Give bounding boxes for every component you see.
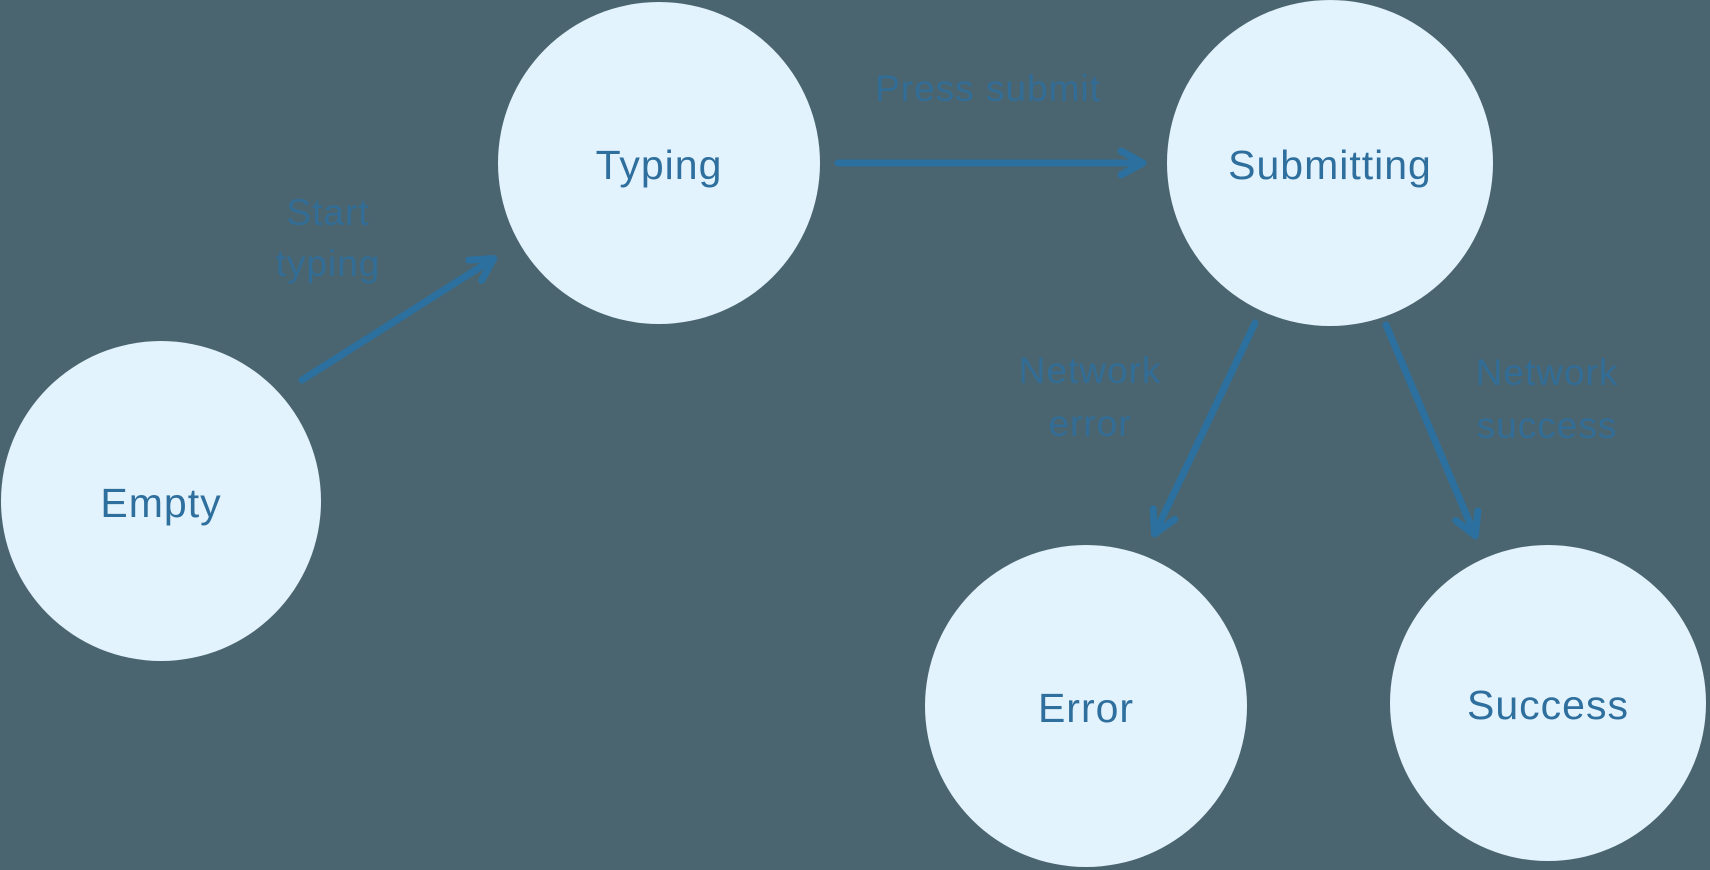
state-label-error: Error	[1038, 685, 1134, 731]
state-node-error: Error	[925, 545, 1247, 867]
state-circle-success	[1390, 545, 1706, 861]
state-circle-typing	[498, 2, 820, 324]
state-label-submitting: Submitting	[1228, 142, 1432, 188]
state-label-success: Success	[1467, 682, 1629, 728]
transition-arrow-submitting-to-success	[1382, 321, 1482, 540]
transition-label-start-typing-line1: Start	[286, 192, 369, 233]
state-label-empty: Empty	[100, 480, 221, 526]
state-circle-error	[925, 545, 1247, 867]
transition-label-start-typing-line2: typing	[276, 243, 381, 284]
transition-label-network-error-line2: error	[1048, 403, 1131, 444]
state-node-empty: Empty	[1, 341, 321, 661]
state-node-success: Success	[1390, 545, 1706, 861]
state-label-typing: Typing	[596, 142, 723, 188]
transition-arrow-empty-to-typing	[298, 254, 498, 384]
state-node-typing: Typing	[498, 2, 820, 324]
transition-label-network-error-line1: Network	[1019, 350, 1162, 391]
transition-arrow-submitting-to-error	[1149, 319, 1259, 538]
transition-label-press-submit: Press submit	[875, 68, 1101, 109]
transition-label-network-success-line1: Network	[1476, 352, 1619, 393]
state-node-submitting: Submitting	[1167, 0, 1493, 326]
state-circle-empty	[1, 341, 321, 661]
transition-label-network-success-line2: success	[1477, 405, 1618, 446]
state-circle-submitting	[1167, 0, 1493, 326]
